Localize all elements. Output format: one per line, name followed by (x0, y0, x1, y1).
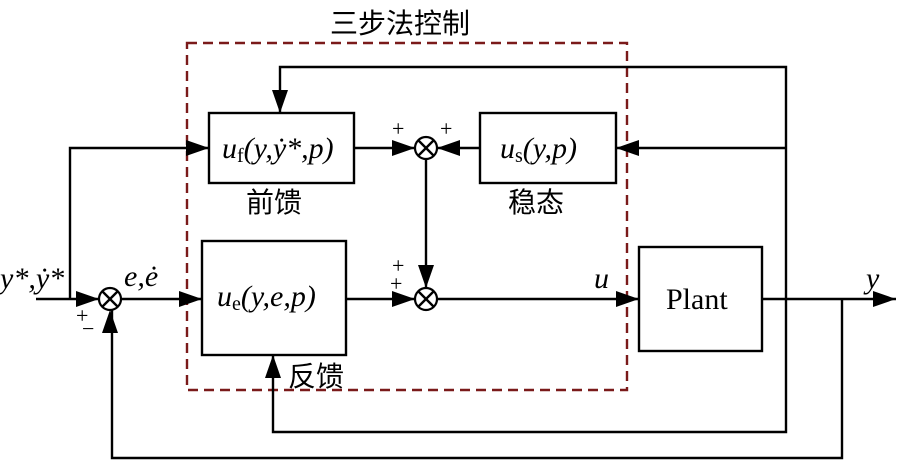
sign-output-left-plus: + (390, 271, 402, 296)
output-to-error-sum-line (110, 299, 844, 460)
feedback-block[interactable]: ue(y,e,p) (200, 239, 348, 357)
arrow-into-output-sum-left (392, 291, 415, 307)
feedback-block-label: ue(y,e,p) (217, 280, 316, 315)
arrow-into-feedback (179, 291, 202, 307)
arrow-into-plant (616, 291, 639, 307)
arrow-into-output-sum-top (418, 265, 434, 288)
plant-block[interactable]: Plant (637, 245, 764, 353)
arrow-into-feedforward-top (272, 90, 288, 113)
arrow-into-feedback-bottom (265, 355, 281, 378)
summing-junction-error (97, 286, 123, 312)
error-signal-label: e,ė (124, 260, 158, 293)
feedforward-block[interactable]: uf(y,ẏ*,p) (207, 111, 356, 185)
arrow-into-error-sum (76, 291, 99, 307)
arrow-into-feedforward (186, 140, 209, 156)
sign-output-top-plus: + (392, 253, 404, 278)
sign-error-plus: + (76, 303, 88, 328)
summing-junction-top (413, 135, 439, 161)
steady-state-caption: 稳态 (508, 186, 564, 219)
arrow-ff-into-sum (392, 140, 415, 156)
feedforward-caption: 前馈 (246, 186, 302, 219)
plant-label: Plant (666, 283, 728, 316)
reference-to-feedforward-line (68, 146, 209, 299)
feedback-caption: 反馈 (288, 360, 344, 393)
summing-junction-output (413, 286, 439, 312)
sign-error-minus: − (82, 316, 94, 341)
arrow-output (873, 291, 896, 307)
control-signal-label: u (594, 262, 609, 295)
feedforward-block-label: uf(y,ẏ*,p) (222, 132, 334, 167)
arrow-ss-into-sum (437, 140, 460, 156)
reference-signal-label: y*,ẏ* (0, 262, 64, 295)
output-to-feedback-line (271, 299, 788, 434)
output-signal-label: y (863, 262, 880, 295)
arrow-into-error-sum-bottom (102, 310, 118, 333)
steady-state-block[interactable]: us(y,p) (478, 111, 618, 185)
sign-top-right-plus: + (440, 116, 452, 141)
sign-top-left-plus: + (392, 116, 404, 141)
diagram-title: 三步法控制 (330, 7, 470, 40)
arrow-into-steady-state (616, 140, 639, 156)
steady-state-block-label: us(y,p) (500, 132, 577, 167)
three-step-control-boundary (185, 41, 629, 392)
